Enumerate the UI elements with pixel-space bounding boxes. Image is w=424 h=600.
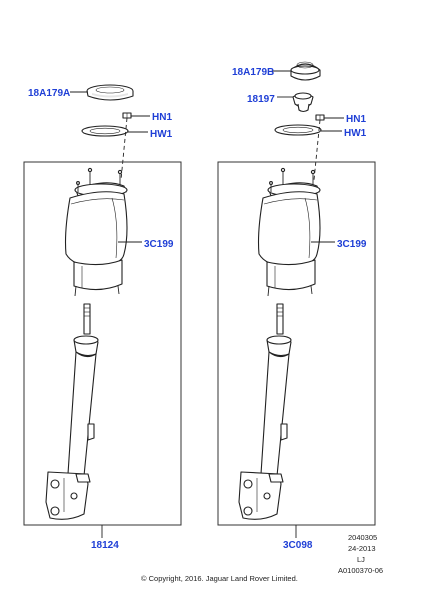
callout-left-shock[interactable]: 3C199 — [144, 239, 174, 250]
callout-right-shock[interactable]: 3C199 — [337, 239, 367, 250]
reference-illustration-id: A0100370-06 — [338, 566, 383, 575]
copyright-notice: © Copyright, 2016. Jaguar Land Rover Lim… — [141, 574, 298, 583]
callout-right-bump-stop[interactable]: 18197 — [247, 94, 275, 105]
callout-right-nut[interactable]: HN1 — [346, 114, 366, 125]
callout-right-top-mount[interactable]: 18A179B — [232, 67, 274, 78]
callout-left-nut[interactable]: HN1 — [152, 112, 172, 123]
diagram-reference-block: 2040305 24-2013 LJ A0100370-06 — [338, 533, 383, 575]
callout-left-top-mount[interactable]: 18A179A — [28, 88, 70, 99]
left-nut-part[interactable] — [122, 112, 132, 119]
left-strut-part[interactable] — [45, 167, 128, 520]
callout-right-assembly[interactable]: 3C098 — [283, 540, 313, 551]
reference-code: 2040305 — [348, 533, 377, 542]
reference-date: 24-2013 — [348, 544, 376, 553]
left-assembly-box — [23, 161, 182, 526]
callout-right-washer[interactable]: HW1 — [344, 128, 367, 139]
left-washer-part[interactable] — [81, 125, 129, 137]
right-top-mount-part[interactable] — [290, 61, 321, 81]
reference-model: LJ — [357, 555, 365, 564]
right-strut-part[interactable] — [238, 167, 321, 520]
right-bump-stop-part[interactable] — [292, 92, 314, 113]
right-assembly-box — [217, 161, 376, 526]
right-assembly: 18A179B 18197 HN1 HW1 — [217, 61, 376, 551]
callout-left-washer[interactable]: HW1 — [150, 129, 173, 140]
left-assembly: 18A179A HN1 HW1 3C199 18124 — [23, 84, 182, 551]
right-nut-part[interactable] — [315, 114, 325, 121]
right-washer-part[interactable] — [274, 124, 322, 136]
callout-left-assembly[interactable]: 18124 — [91, 540, 119, 551]
left-top-mount-part[interactable] — [86, 84, 134, 101]
